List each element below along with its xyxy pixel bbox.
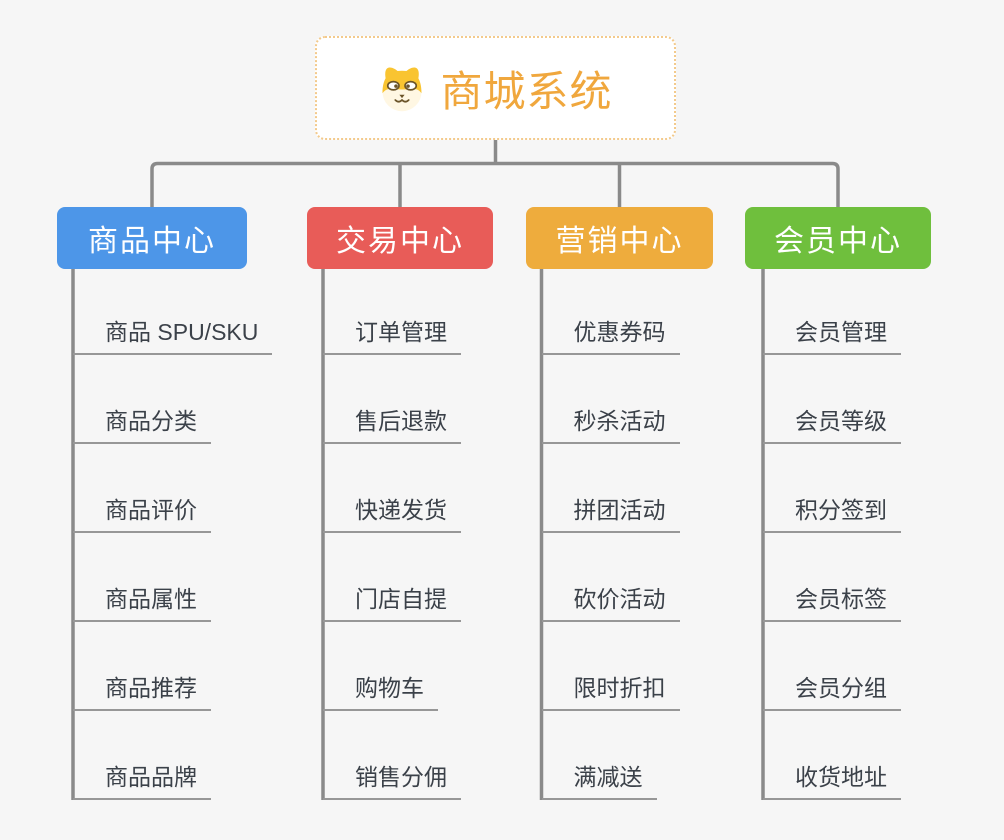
subtopic-label: 商品 SPU/SKU xyxy=(105,319,259,345)
subtopic-label: 购物车 xyxy=(355,675,424,701)
subtopic-item[interactable]: 商品属性 xyxy=(73,574,211,622)
subtopic-item[interactable]: 优惠券码 xyxy=(541,307,680,355)
subtopic-item[interactable]: 会员管理 xyxy=(763,307,901,355)
subtopic-item[interactable]: 商品 SPU/SKU xyxy=(73,307,273,355)
subtopic-item[interactable]: 商品分类 xyxy=(73,396,211,444)
subtopic-item[interactable]: 积分签到 xyxy=(763,485,901,533)
subtopic-label: 销售分佣 xyxy=(355,764,447,790)
subtopic-item[interactable]: 售后退款 xyxy=(323,396,461,444)
branch-node-member-center[interactable]: 会员中心 xyxy=(745,207,931,269)
root-title: 商城系统 xyxy=(440,67,613,115)
subtopic-label: 商品评价 xyxy=(105,497,197,523)
subtopic-label: 限时折扣 xyxy=(573,675,666,701)
subtopic-label: 会员标签 xyxy=(795,586,887,612)
subtopic-label: 会员分组 xyxy=(795,675,887,701)
subtopic-label: 门店自提 xyxy=(355,586,447,612)
subtopic-label: 商品分类 xyxy=(105,408,197,434)
subtopic-item[interactable]: 商品品牌 xyxy=(73,752,211,800)
subtopic-item[interactable]: 门店自提 xyxy=(323,574,461,622)
branch-label: 会员中心 xyxy=(774,225,902,258)
branch-label: 商品中心 xyxy=(88,225,216,258)
subtopic-item[interactable]: 收货地址 xyxy=(763,752,901,800)
subtopic-label: 商品品牌 xyxy=(105,764,197,790)
subtopic-item[interactable]: 快递发货 xyxy=(323,485,461,533)
subtopic-item[interactable]: 会员分组 xyxy=(763,663,901,711)
subtopic-item[interactable]: 砍价活动 xyxy=(541,574,680,622)
subtopic-label: 收货地址 xyxy=(795,764,887,790)
subtopic-label: 商品推荐 xyxy=(105,675,197,701)
subtopic-item[interactable]: 购物车 xyxy=(323,663,438,711)
subtopic-label: 砍价活动 xyxy=(573,586,666,612)
branch-node-trade-center[interactable]: 交易中心 xyxy=(307,207,493,269)
subtopic-item[interactable]: 会员等级 xyxy=(763,396,901,444)
root-node[interactable]: 商城系统 xyxy=(315,36,676,140)
subtopic-label: 会员等级 xyxy=(795,408,887,434)
subtopic-label: 积分签到 xyxy=(795,497,887,523)
subtopic-label: 商品属性 xyxy=(105,586,197,612)
subtopic-label: 拼团活动 xyxy=(573,497,666,523)
branch-node-product-center[interactable]: 商品中心 xyxy=(57,207,247,269)
subtopic-item[interactable]: 会员标签 xyxy=(763,574,901,622)
subtopic-label: 优惠券码 xyxy=(573,319,666,345)
subtopic-label: 售后退款 xyxy=(355,408,447,434)
subtopic-item[interactable]: 拼团活动 xyxy=(541,485,680,533)
subtopic-item[interactable]: 商品评价 xyxy=(73,485,211,533)
subtopic-item[interactable]: 订单管理 xyxy=(323,307,461,355)
subtopic-label: 会员管理 xyxy=(795,319,887,345)
branch-label: 交易中心 xyxy=(336,225,464,258)
subtopic-label: 秒杀活动 xyxy=(573,408,666,434)
subtopic-label: 快递发货 xyxy=(355,497,447,523)
subtopic-label: 订单管理 xyxy=(355,319,447,345)
subtopic-item[interactable]: 秒杀活动 xyxy=(541,396,680,444)
subtopic-item[interactable]: 限时折扣 xyxy=(541,663,680,711)
top-rail-line xyxy=(150,161,840,210)
branch-node-marketing-center[interactable]: 营销中心 xyxy=(526,207,713,269)
subtopic-item[interactable]: 商品推荐 xyxy=(73,663,211,711)
branch-label: 营销中心 xyxy=(555,225,684,258)
subtopic-label: 满减送 xyxy=(573,764,643,790)
subtopic-item[interactable]: 满减送 xyxy=(541,752,657,800)
dog-face-icon xyxy=(382,67,422,112)
subtopic-item[interactable]: 销售分佣 xyxy=(323,752,461,800)
